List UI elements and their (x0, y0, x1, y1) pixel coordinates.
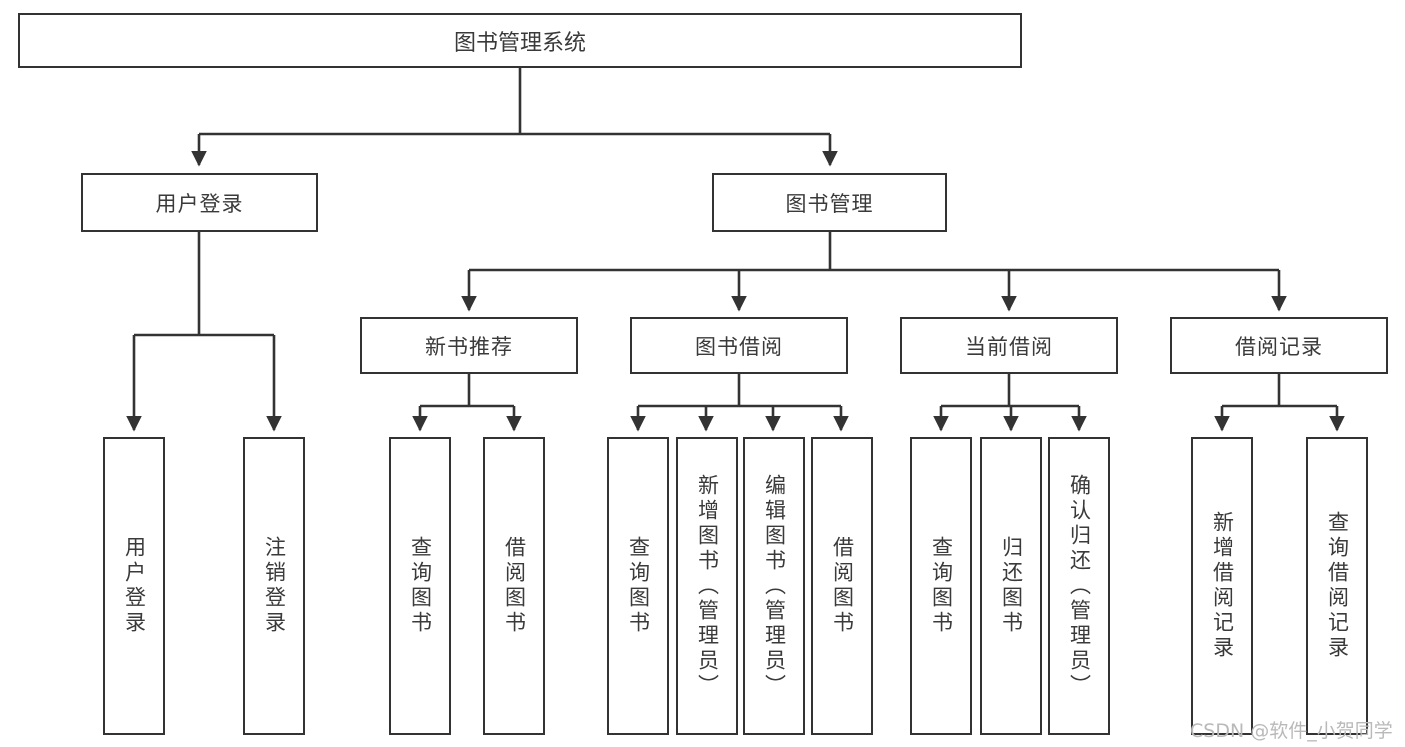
node-book-borrow-label: 图书借阅 (695, 334, 783, 359)
csdn-watermark: CSDN @软件_小贺同学 (1190, 720, 1393, 742)
node-book-manage[interactable]: 图书管理 (712, 173, 947, 232)
node-leaf-query-book-3[interactable]: 查询图书 (910, 437, 972, 735)
node-leaf-return-book[interactable]: 归还图书 (980, 437, 1042, 735)
node-book-manage-label: 图书管理 (785, 191, 874, 216)
node-leaf-query-book-2[interactable]: 查询图书 (607, 437, 669, 735)
node-leaf-confirm-return-label: 确认归还（管理员） (1067, 473, 1092, 699)
node-leaf-logout[interactable]: 注销登录 (243, 437, 305, 735)
node-borrow-record[interactable]: 借阅记录 (1170, 317, 1388, 374)
node-user-login-label: 用户登录 (155, 191, 244, 216)
node-leaf-user-login-label: 用户登录 (122, 536, 147, 636)
node-leaf-query-book-1-label: 查询图书 (408, 536, 433, 636)
node-leaf-query-record[interactable]: 查询借阅记录 (1306, 437, 1368, 735)
node-borrow-record-label: 借阅记录 (1235, 334, 1323, 359)
node-book-borrow[interactable]: 图书借阅 (630, 317, 848, 374)
node-leaf-edit-book-label: 编辑图书（管理员） (762, 473, 787, 699)
node-leaf-confirm-return[interactable]: 确认归还（管理员） (1048, 437, 1110, 735)
node-leaf-return-book-label: 归还图书 (999, 536, 1024, 636)
node-leaf-add-book-label: 新增图书（管理员） (695, 473, 720, 699)
node-leaf-edit-book[interactable]: 编辑图书（管理员） (743, 437, 805, 735)
node-leaf-logout-label: 注销登录 (262, 536, 287, 636)
node-new-book-recommend-label: 新书推荐 (425, 334, 513, 359)
node-root-label: 图书管理系统 (453, 30, 586, 56)
node-leaf-add-record-label: 新增借阅记录 (1210, 511, 1235, 661)
node-leaf-add-book[interactable]: 新增图书（管理员） (676, 437, 738, 735)
node-leaf-query-record-label: 查询借阅记录 (1325, 511, 1350, 661)
node-leaf-borrow-book-2[interactable]: 借阅图书 (811, 437, 873, 735)
node-user-login[interactable]: 用户登录 (81, 173, 318, 232)
node-new-book-recommend[interactable]: 新书推荐 (360, 317, 578, 374)
node-root[interactable]: 图书管理系统 (18, 13, 1022, 68)
node-leaf-query-book-1[interactable]: 查询图书 (389, 437, 451, 735)
node-leaf-query-book-3-label: 查询图书 (929, 536, 954, 636)
node-leaf-user-login[interactable]: 用户登录 (103, 437, 165, 735)
node-leaf-query-book-2-label: 查询图书 (626, 536, 651, 636)
node-leaf-borrow-book-2-label: 借阅图书 (830, 536, 855, 636)
node-current-borrow-label: 当前借阅 (965, 334, 1053, 359)
node-leaf-borrow-book-1[interactable]: 借阅图书 (483, 437, 545, 735)
node-current-borrow[interactable]: 当前借阅 (900, 317, 1118, 374)
node-leaf-borrow-book-1-label: 借阅图书 (502, 536, 527, 636)
node-leaf-add-record[interactable]: 新增借阅记录 (1191, 437, 1253, 735)
